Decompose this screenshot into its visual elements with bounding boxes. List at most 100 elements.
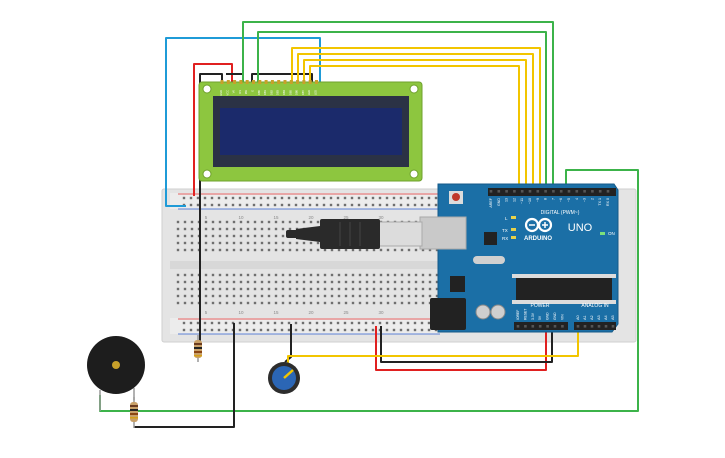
breadboard-hole[interactable]: [274, 294, 278, 298]
power-pin-socket[interactable]: [546, 325, 549, 328]
digital-pin-socket[interactable]: [520, 190, 524, 193]
breadboard-hole[interactable]: [392, 321, 396, 325]
breadboard-hole[interactable]: [176, 227, 180, 231]
breadboard-hole[interactable]: [267, 273, 271, 277]
breadboard-hole[interactable]: [253, 280, 257, 284]
breadboard-hole[interactable]: [308, 328, 312, 332]
breadboard-hole[interactable]: [371, 196, 375, 200]
breadboard-hole[interactable]: [386, 248, 390, 252]
breadboard-hole[interactable]: [294, 203, 298, 207]
power-pin-socket[interactable]: [561, 325, 564, 328]
breadboard-hole[interactable]: [295, 241, 299, 245]
breadboard-hole[interactable]: [309, 287, 313, 291]
breadboard-hole[interactable]: [224, 203, 228, 207]
breadboard-hole[interactable]: [273, 328, 277, 332]
breadboard-hole[interactable]: [364, 328, 368, 332]
breadboard-hole[interactable]: [316, 241, 320, 245]
breadboard-hole[interactable]: [189, 203, 193, 207]
breadboard-hole[interactable]: [288, 227, 292, 231]
breadboard-hole[interactable]: [176, 280, 180, 284]
breadboard-hole[interactable]: [407, 273, 411, 277]
breadboard-hole[interactable]: [239, 287, 243, 291]
breadboard-hole[interactable]: [358, 287, 362, 291]
breadboard-hole[interactable]: [176, 301, 180, 305]
breadboard-hole[interactable]: [267, 248, 271, 252]
digital-pin-socket[interactable]: [583, 190, 586, 193]
breadboard-hole[interactable]: [204, 227, 208, 231]
breadboard-hole[interactable]: [351, 280, 355, 284]
breadboard-hole[interactable]: [274, 280, 278, 284]
breadboard-hole[interactable]: [302, 220, 306, 224]
breadboard-hole[interactable]: [365, 273, 369, 277]
breadboard-hole[interactable]: [385, 203, 389, 207]
breadboard-hole[interactable]: [329, 321, 333, 325]
breadboard-hole[interactable]: [435, 273, 439, 277]
breadboard-hole[interactable]: [218, 273, 222, 277]
breadboard-hole[interactable]: [372, 273, 376, 277]
breadboard-hole[interactable]: [225, 241, 229, 245]
digital-pin-socket[interactable]: [528, 190, 532, 193]
breadboard-hole[interactable]: [267, 301, 271, 305]
breadboard-hole[interactable]: [260, 280, 264, 284]
analog-pin-socket[interactable]: [611, 325, 615, 328]
lcd-pin[interactable]: [233, 80, 237, 84]
breadboard-hole[interactable]: [253, 234, 257, 238]
breadboard-hole[interactable]: [281, 280, 285, 284]
breadboard-hole[interactable]: [343, 328, 347, 332]
analog-pin-socket[interactable]: [583, 325, 587, 328]
reset-button-cap[interactable]: [452, 193, 460, 201]
breadboard-hole[interactable]: [176, 294, 180, 298]
breadboard-hole[interactable]: [260, 273, 264, 277]
breadboard-hole[interactable]: [232, 280, 236, 284]
breadboard-hole[interactable]: [407, 248, 411, 252]
breadboard-hole[interactable]: [253, 248, 257, 252]
breadboard-hole[interactable]: [288, 294, 292, 298]
analog-header[interactable]: [574, 322, 616, 330]
breadboard-hole[interactable]: [224, 321, 228, 325]
breadboard-hole[interactable]: [302, 294, 306, 298]
wires[interactable]: [99, 21, 639, 428]
breadboard-hole[interactable]: [266, 196, 270, 200]
breadboard-hole[interactable]: [309, 248, 313, 252]
breadboard-hole[interactable]: [190, 220, 194, 224]
breadboard-hole[interactable]: [245, 321, 249, 325]
breadboard-hole[interactable]: [434, 203, 438, 207]
breadboard-hole[interactable]: [253, 241, 257, 245]
breadboard-hole[interactable]: [364, 321, 368, 325]
breadboard-hole[interactable]: [218, 227, 222, 231]
breadboard-hole[interactable]: [281, 273, 285, 277]
breadboard-hole[interactable]: [407, 280, 411, 284]
breadboard-hole[interactable]: [204, 273, 208, 277]
breadboard-hole[interactable]: [322, 196, 326, 200]
breadboard-hole[interactable]: [385, 196, 389, 200]
breadboard-hole[interactable]: [238, 321, 242, 325]
breadboard-hole[interactable]: [288, 220, 292, 224]
breadboard-hole[interactable]: [344, 280, 348, 284]
breadboard-hole[interactable]: [281, 227, 285, 231]
breadboard-hole[interactable]: [294, 328, 298, 332]
breadboard-hole[interactable]: [308, 203, 312, 207]
breadboard-hole[interactable]: [232, 294, 236, 298]
breadboard-hole[interactable]: [274, 287, 278, 291]
breadboard-hole[interactable]: [427, 196, 431, 200]
wire-yellow-db7[interactable]: [309, 65, 520, 190]
breadboard-hole[interactable]: [260, 294, 264, 298]
breadboard-hole[interactable]: [252, 196, 256, 200]
breadboard-hole[interactable]: [203, 321, 207, 325]
breadboard-hole[interactable]: [414, 248, 418, 252]
breadboard-hole[interactable]: [435, 280, 439, 284]
breadboard-hole[interactable]: [316, 301, 320, 305]
breadboard-hole[interactable]: [246, 287, 250, 291]
breadboard-hole[interactable]: [344, 273, 348, 277]
resistor-lcd[interactable]: [194, 335, 202, 362]
breadboard-hole[interactable]: [260, 287, 264, 291]
breadboard-hole[interactable]: [211, 234, 215, 238]
breadboard-hole[interactable]: [365, 301, 369, 305]
breadboard-hole[interactable]: [413, 321, 417, 325]
breadboard-hole[interactable]: [379, 287, 383, 291]
breadboard-hole[interactable]: [379, 280, 383, 284]
breadboard-hole[interactable]: [435, 287, 439, 291]
breadboard-hole[interactable]: [218, 234, 222, 238]
breadboard-hole[interactable]: [414, 273, 418, 277]
